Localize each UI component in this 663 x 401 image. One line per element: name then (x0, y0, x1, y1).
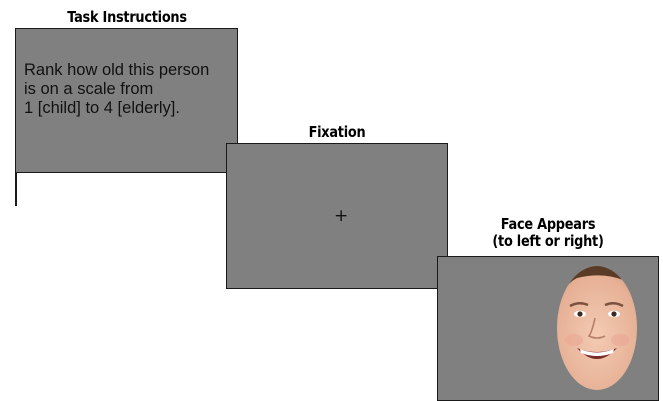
instruction-line: is on a scale from (24, 80, 154, 98)
instruction-text: Rank how old this person is on a scale f… (24, 61, 239, 118)
fixation-cross: + (334, 206, 349, 226)
face-appears-label: Face Appears (to left or right) (453, 216, 642, 250)
face-screen (437, 256, 659, 401)
task-instructions-screen: Rank how old this person is on a scale f… (15, 28, 238, 173)
face-appears-label-line: Face Appears (500, 215, 596, 233)
fixation-screen: + (226, 143, 448, 289)
task-instructions-label: Task Instructions (67, 8, 187, 26)
instruction-line: 1 [child] to 4 [elderly]. (24, 99, 180, 117)
face-appears-label-line: (to left or right) (492, 232, 604, 250)
fixation-label: Fixation (308, 123, 366, 141)
face-image (556, 265, 637, 390)
instruction-line: Rank how old this person (24, 61, 210, 79)
